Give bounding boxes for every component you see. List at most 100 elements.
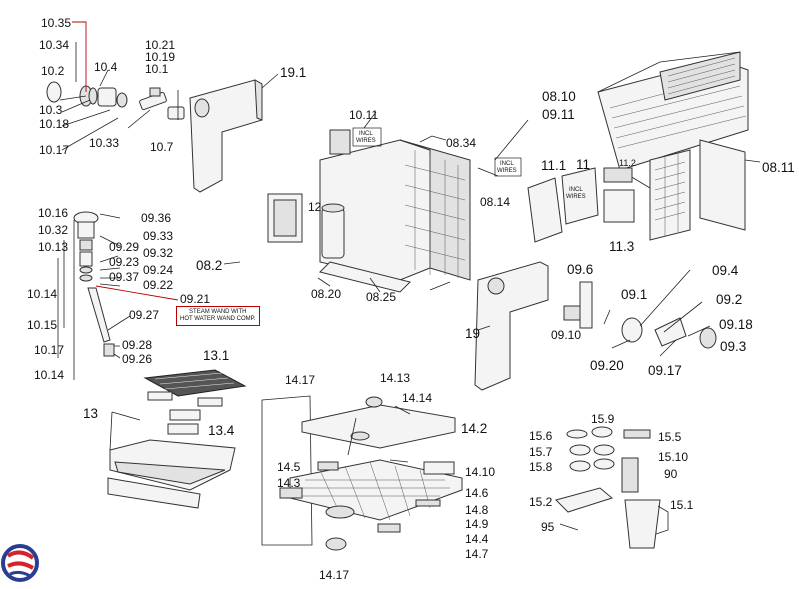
label-10-14-top: 10.14	[27, 287, 58, 301]
label-15-1: 15.1	[670, 498, 694, 512]
label-10-13: 10.13	[38, 240, 69, 254]
label-14-7: 14.7	[465, 547, 489, 561]
note-incl-wires-a: INCL WIRES	[356, 131, 376, 144]
label-95: 95	[541, 520, 555, 534]
valve-assembly-right-drawing	[563, 269, 717, 357]
label-10-4: 10.4	[94, 60, 118, 74]
label-10-33: 10.33	[89, 136, 120, 150]
label-14-4: 14.4	[465, 532, 489, 546]
label-14-8: 14.8	[465, 503, 489, 517]
label-15-8: 15.8	[529, 460, 553, 474]
label-09-4: 09.4	[712, 263, 739, 278]
incl-wires-box-b	[494, 157, 522, 177]
label-09-11: 09.11	[542, 107, 575, 122]
label-13: 13	[83, 406, 99, 421]
label-11-1: 11.1	[541, 158, 567, 173]
label-09-23: 09.23	[109, 255, 140, 269]
label-10-17-top: 10.17	[39, 143, 70, 157]
drip-tray-13-drawing	[107, 369, 247, 509]
label-10-34: 10.34	[39, 38, 70, 52]
label-10-11: 10.11	[349, 108, 379, 122]
label-08-10: 08.10	[542, 89, 576, 104]
label-09-22: 09.22	[143, 278, 174, 292]
label-14-10: 14.10	[465, 465, 496, 479]
label-09-27: 09.27	[129, 308, 160, 322]
label-10-18: 10.18	[39, 117, 70, 131]
note-incl-wires-c: INCL WIRES	[566, 187, 586, 200]
label-19-1: 19.1	[280, 65, 307, 80]
label-09-2: 09.2	[716, 292, 743, 307]
label-10-3: 10.3	[39, 103, 63, 117]
label-08-2: 08.2	[196, 258, 223, 273]
label-14-2: 14.2	[461, 421, 488, 436]
label-10-2: 10.2	[41, 64, 65, 78]
label-09-17: 09.17	[648, 363, 682, 378]
label-09-21: 09.21	[180, 292, 211, 306]
label-15-7: 15.7	[529, 445, 553, 459]
base-frame-outline	[261, 395, 313, 546]
label-10-7: 10.7	[150, 140, 174, 154]
label-14-5: 14.5	[277, 460, 301, 474]
label-09-32: 09.32	[143, 246, 174, 260]
label-10-35: 10.35	[41, 16, 72, 30]
label-15-9: 15.9	[591, 412, 615, 426]
label-10-15: 10.15	[27, 318, 58, 332]
label-14-3: 14.3	[277, 476, 301, 490]
steam-wand-assembly-drawing	[57, 211, 179, 380]
label-15-10: 15.10	[658, 450, 689, 464]
label-09-6: 09.6	[567, 262, 594, 277]
electronics-panels-drawing	[527, 167, 635, 243]
label-10-14-bottom: 10.14	[34, 368, 65, 382]
label-15-2: 15.2	[529, 495, 553, 509]
label-09-10: 09.10	[551, 328, 582, 342]
incl-wires-box-a	[352, 127, 382, 147]
label-15-6: 15.6	[529, 429, 553, 443]
label-10-32: 10.32	[38, 223, 69, 237]
label-14-9: 14.9	[465, 517, 489, 531]
label-15-5: 15.5	[658, 430, 682, 444]
label-10-16: 10.16	[38, 206, 69, 220]
label-13-4: 13.4	[208, 423, 235, 438]
label-09-20: 09.20	[590, 358, 624, 373]
label-10-19: 10.19	[145, 50, 176, 64]
base-tray-14-2-drawing	[301, 396, 456, 449]
label-14-13: 14.13	[380, 371, 411, 385]
label-10-17-bottom: 10.17	[34, 343, 65, 357]
label-09-28: 09.28	[122, 338, 153, 352]
chassis-frame-drawing	[267, 129, 471, 293]
label-09-29: 09.29	[109, 240, 140, 254]
brand-logo	[1, 544, 39, 582]
label-11-3: 11.3	[609, 239, 635, 254]
note-incl-wires-b: INCL WIRES	[497, 161, 517, 174]
label-10-1: 10.1	[145, 62, 169, 76]
accessories-drawing	[555, 426, 669, 549]
label-09-37: 09.37	[109, 270, 140, 284]
label-14-6: 14.6	[465, 486, 489, 500]
label-09-26: 09.26	[122, 352, 153, 366]
label-09-18: 09.18	[719, 317, 753, 332]
label-09-3: 09.3	[720, 339, 747, 354]
label-09-24: 09.24	[143, 263, 174, 277]
valve-assembly-drawing	[46, 21, 185, 151]
label-09-36: 09.36	[141, 211, 172, 225]
label-13-1: 13.1	[203, 348, 230, 363]
label-08-25: 08.25	[366, 290, 397, 304]
label-09-33: 09.33	[143, 229, 174, 243]
label-14-14: 14.14	[402, 391, 433, 405]
label-14-17-top: 14.17	[285, 373, 316, 387]
label-12: 12	[308, 200, 322, 214]
label-14-17-bottom: 14.17	[319, 568, 350, 582]
label-19: 19	[465, 326, 481, 341]
label-08-20: 08.20	[311, 287, 342, 301]
back-panel-assembly-drawing	[597, 51, 761, 241]
label-11-2: 11.2	[619, 158, 636, 168]
label-09-1: 09.1	[621, 287, 648, 302]
note-steam-wand: STEAM WAND WITH HOT WATER WAND COMP.	[176, 306, 260, 326]
base-grid-14-6-drawing	[279, 417, 463, 551]
label-11: 11	[576, 157, 591, 172]
side-panel-19-1-drawing	[189, 73, 279, 193]
label-08-34: 08.34	[446, 136, 477, 150]
side-panel-19-drawing	[474, 261, 549, 391]
